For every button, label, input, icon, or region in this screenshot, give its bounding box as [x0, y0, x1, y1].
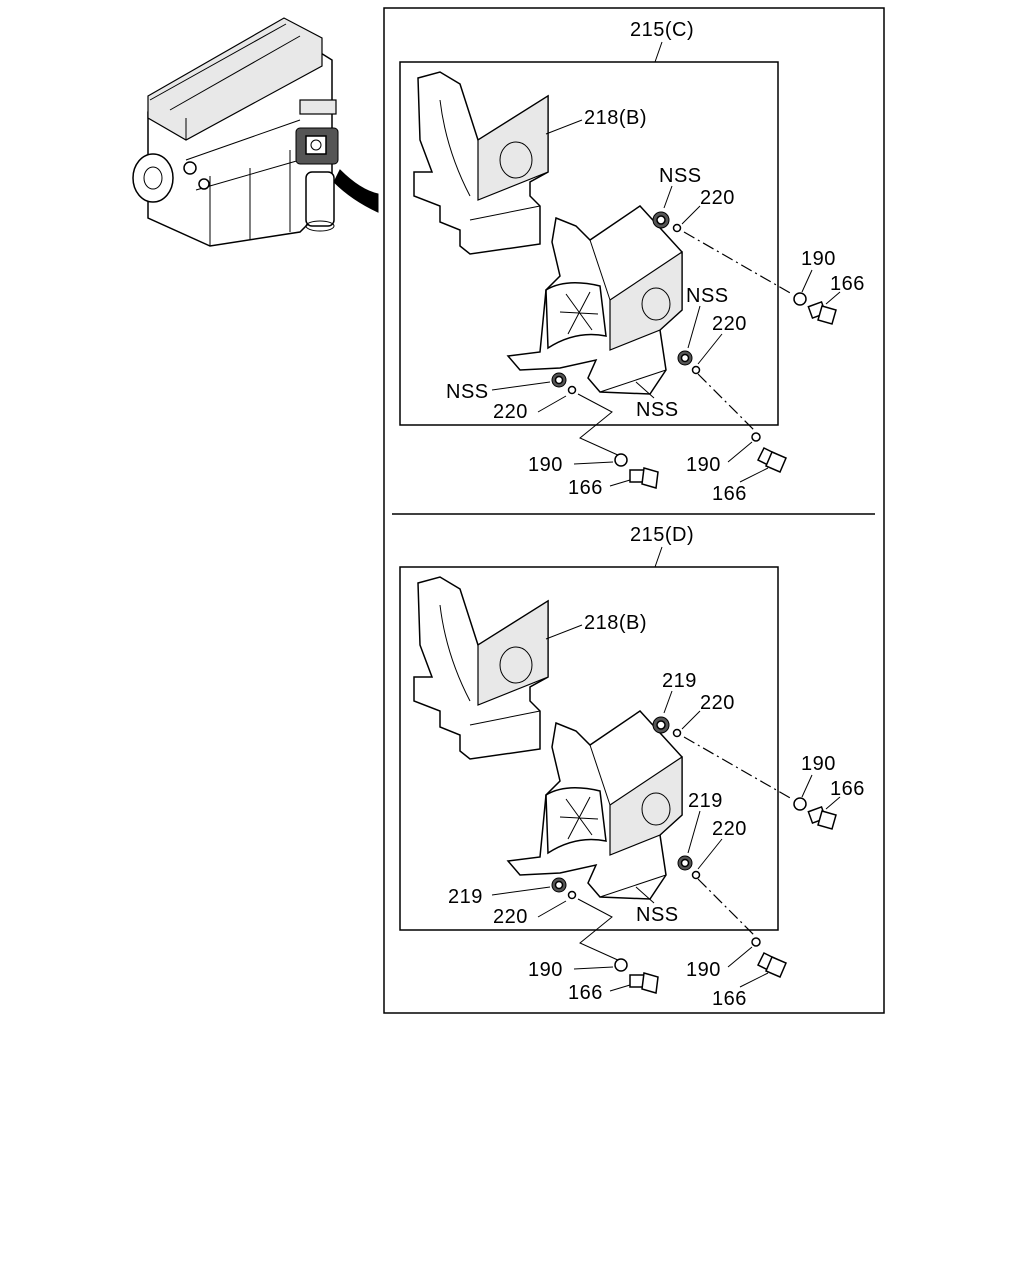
bracket-lower	[506, 710, 683, 900]
label-washer-mid: 220	[712, 818, 747, 840]
label-bracket: 218(B)	[584, 107, 647, 129]
washer-mid	[691, 870, 701, 880]
washer-br	[751, 432, 761, 442]
washer-top	[672, 728, 682, 738]
washer-left	[567, 385, 577, 395]
label-bolt-br: 166	[712, 988, 747, 1010]
label-nut-mid: 219	[688, 790, 723, 812]
washer-bl	[614, 453, 628, 467]
washer-right	[793, 292, 807, 306]
washer-right	[793, 797, 807, 811]
bolt-right	[807, 806, 837, 830]
label-washer-br: 190	[686, 959, 721, 981]
nut-top	[652, 211, 670, 229]
label-bracket: 218(B)	[584, 612, 647, 634]
label-bolt-bl: 166	[568, 982, 603, 1004]
bolt-br	[756, 446, 787, 473]
label-nut-mid: NSS	[686, 285, 729, 307]
washer-br	[751, 937, 761, 947]
engine-block-icon	[132, 17, 339, 247]
label-nut-left: NSS	[446, 381, 489, 403]
label-washer-right: 190	[801, 248, 836, 270]
label-washer-left: 220	[493, 401, 528, 423]
label-bracket-lower: NSS	[636, 399, 679, 421]
curved-arrow-icon	[333, 169, 379, 213]
label-washer-top: 220	[700, 692, 735, 714]
washer-bl	[614, 958, 628, 972]
bracket-lower	[506, 205, 683, 395]
label-nut-left: 219	[448, 886, 483, 908]
label-bolt-right: 166	[830, 273, 865, 295]
bolt-bl	[629, 467, 659, 489]
bolt-bl	[629, 972, 659, 994]
inner-frame	[399, 566, 779, 931]
panel-d: 215(D) 218(B) NSS 219 2	[399, 524, 865, 1010]
label-bolt-right: 166	[830, 778, 865, 800]
nut-left	[551, 372, 567, 388]
label-washer-left: 220	[493, 906, 528, 928]
outer-frame	[383, 7, 885, 1014]
label-washer-top: 220	[700, 187, 735, 209]
panel-c: 215(C) 218(B) NSS	[399, 19, 865, 505]
nut-mid	[677, 855, 693, 871]
nut-left	[551, 877, 567, 893]
bracket-upper	[413, 576, 549, 760]
nut-top	[652, 716, 670, 734]
panel-title: 215(C)	[630, 19, 694, 41]
bolt-right	[807, 301, 837, 325]
bolt-br	[756, 951, 787, 978]
label-washer-bl: 190	[528, 454, 563, 476]
label-washer-right: 190	[801, 753, 836, 775]
label-nut-top: 219	[662, 670, 697, 692]
panel-title: 215(D)	[630, 524, 694, 546]
label-washer-mid: 220	[712, 313, 747, 335]
inner-frame	[399, 61, 779, 426]
label-bracket-lower: NSS	[636, 904, 679, 926]
washer-top	[672, 223, 682, 233]
label-washer-br: 190	[686, 454, 721, 476]
nut-mid	[677, 350, 693, 366]
label-bolt-br: 166	[712, 483, 747, 505]
label-nut-top: NSS	[659, 165, 702, 187]
label-washer-bl: 190	[528, 959, 563, 981]
washer-mid	[691, 365, 701, 375]
label-bolt-bl: 166	[568, 477, 603, 499]
washer-left	[567, 890, 577, 900]
bracket-upper	[413, 71, 549, 255]
